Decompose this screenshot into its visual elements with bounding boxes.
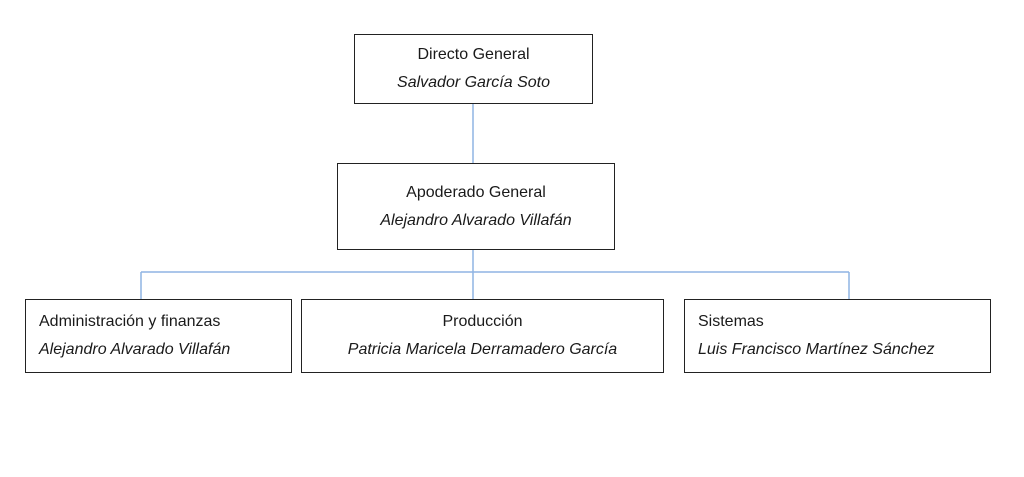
node-person-name: Alejandro Alvarado Villafán xyxy=(380,211,572,229)
node-director-general: Directo General Salvador García Soto xyxy=(354,34,593,104)
node-apoderado-general: Apoderado General Alejandro Alvarado Vil… xyxy=(337,163,615,250)
node-role-label: Directo General xyxy=(417,46,530,63)
node-role-label: Apoderado General xyxy=(406,183,546,201)
node-role-label: Sistemas xyxy=(698,313,764,330)
node-sistemas: Sistemas Luis Francisco Martínez Sánchez xyxy=(684,299,991,373)
node-person-name: Patricia Maricela Derramadero García xyxy=(347,341,618,358)
node-person-name: Luis Francisco Martínez Sánchez xyxy=(698,341,935,358)
node-person-name: Salvador García Soto xyxy=(397,74,550,91)
node-produccion: Producción Patricia Maricela Derramadero… xyxy=(301,299,664,373)
node-person-name: Alejandro Alvarado Villafán xyxy=(39,341,231,358)
node-administracion-finanzas: Administración y finanzas Alejandro Alva… xyxy=(25,299,292,373)
node-role-label: Administración y finanzas xyxy=(39,313,221,330)
node-role-label: Producción xyxy=(442,313,523,330)
